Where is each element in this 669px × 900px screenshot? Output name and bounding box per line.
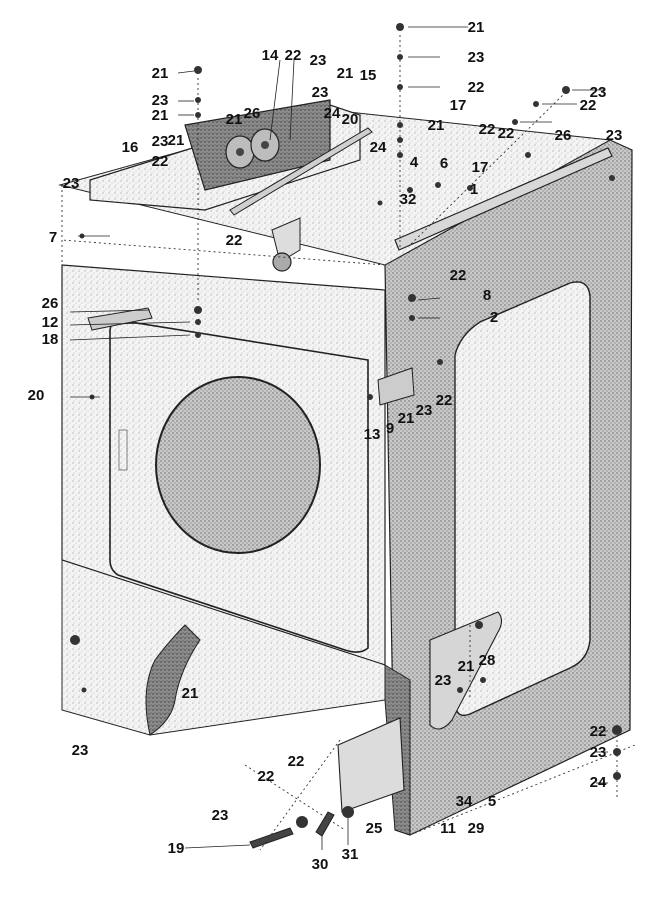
part-label-23: 23 xyxy=(63,175,80,192)
part-label-20: 20 xyxy=(28,387,45,404)
part-label-23: 23 xyxy=(468,49,485,66)
assembly-lines xyxy=(61,35,636,851)
part-label-7: 7 xyxy=(49,229,57,246)
part-label-19: 19 xyxy=(168,840,185,857)
part-label-15: 15 xyxy=(360,67,377,84)
part-label-32: 32 xyxy=(400,191,417,208)
part-label-6: 6 xyxy=(440,155,448,172)
part-label-18: 18 xyxy=(42,331,59,348)
part-label-23: 23 xyxy=(310,52,327,69)
part-label-17: 17 xyxy=(450,97,467,114)
part-label-23: 23 xyxy=(312,84,329,101)
part-label-21: 21 xyxy=(458,658,475,675)
hinge-knob xyxy=(272,252,292,272)
part-label-28: 28 xyxy=(479,652,496,669)
bottom-hinge-plate xyxy=(429,611,503,730)
part-label-22: 22 xyxy=(436,392,453,409)
part-label-22: 22 xyxy=(152,153,169,170)
part-label-13: 13 xyxy=(364,426,381,443)
part-label-5: 5 xyxy=(488,793,496,810)
part-label-23: 23 xyxy=(416,402,433,419)
part-label-22: 22 xyxy=(258,768,275,785)
part-label-22: 22 xyxy=(498,125,515,142)
side-panel-window xyxy=(454,281,591,717)
part-label-14: 14 xyxy=(262,47,279,64)
part-label-22: 22 xyxy=(590,723,607,740)
part-label-23: 23 xyxy=(72,742,89,759)
part-label-24: 24 xyxy=(370,139,387,156)
part-label-17: 17 xyxy=(472,159,489,176)
part-label-23: 23 xyxy=(590,744,607,761)
part-label-23: 23 xyxy=(152,92,169,109)
part-label-23: 23 xyxy=(590,84,607,101)
part-label-34: 34 xyxy=(456,793,473,810)
part-label-22: 22 xyxy=(285,47,302,64)
part-label-22: 22 xyxy=(479,121,496,138)
part-label-21: 21 xyxy=(337,65,354,82)
part-label-20: 20 xyxy=(342,111,359,128)
screw-36 xyxy=(315,811,335,837)
part-label-26: 26 xyxy=(42,295,59,312)
hinge-bracket xyxy=(271,217,301,263)
part-label-26: 26 xyxy=(555,127,572,144)
part-label-9: 9 xyxy=(386,420,394,437)
part-label-31: 31 xyxy=(342,846,359,863)
part-label-21: 21 xyxy=(428,117,445,134)
part-label-22: 22 xyxy=(450,267,467,284)
part-label-25: 25 xyxy=(366,820,383,837)
part-label-11: 11 xyxy=(440,820,456,837)
part-label-16: 16 xyxy=(122,139,139,156)
hardware-parts xyxy=(70,23,622,828)
part-label-8: 8 xyxy=(483,287,491,304)
part-label-24: 24 xyxy=(324,105,341,122)
part-label-22: 22 xyxy=(580,97,597,114)
part-label-26: 26 xyxy=(244,105,261,122)
part-label-21: 21 xyxy=(152,107,169,124)
part-label-21: 21 xyxy=(182,685,199,702)
part-label-21: 21 xyxy=(152,65,169,82)
mid-hinge-plate xyxy=(377,367,415,406)
part-label-23: 23 xyxy=(152,133,169,150)
part-label-22: 22 xyxy=(468,79,485,96)
foot-bracket xyxy=(337,717,405,813)
top-rail xyxy=(394,147,613,251)
part-label-21: 21 xyxy=(468,19,485,36)
part-label-12: 12 xyxy=(42,314,59,331)
part-label-1: 1 xyxy=(470,181,478,198)
part-label-4: 4 xyxy=(410,154,419,171)
porthole-window xyxy=(155,376,321,554)
part-label-30: 30 xyxy=(312,856,329,873)
plinth-cutout xyxy=(145,624,201,736)
part-label-21: 21 xyxy=(226,111,243,128)
front-label-mark xyxy=(118,429,128,471)
part-label-29: 29 xyxy=(468,820,485,837)
part-label-23: 23 xyxy=(435,672,452,689)
screw-33 xyxy=(249,827,294,849)
part-label-24: 24 xyxy=(590,774,607,791)
part-label-23: 23 xyxy=(606,127,623,144)
part-label-21: 21 xyxy=(168,132,185,149)
part-label-22: 22 xyxy=(226,232,243,249)
part-label-22: 22 xyxy=(288,753,305,770)
part-label-23: 23 xyxy=(212,807,229,824)
part-label-21: 21 xyxy=(398,410,415,427)
leader-lines xyxy=(69,26,608,850)
part-label-2: 2 xyxy=(490,309,498,326)
top-bar xyxy=(229,127,373,216)
